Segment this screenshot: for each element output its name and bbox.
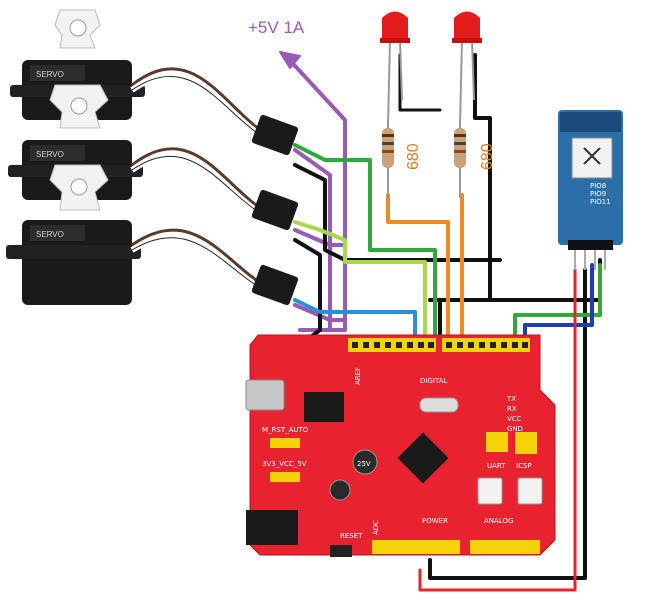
resistor-2: 680 [454, 120, 496, 198]
purple-arrowhead [279, 51, 301, 69]
crystal [419, 397, 459, 413]
bluetooth-pin-pio11: PIO11 [590, 198, 611, 206]
adc-label: ADC [372, 520, 380, 535]
power-jack [246, 510, 298, 545]
power-supply-label: +5V 1A [248, 18, 305, 37]
rx-label: RX [507, 405, 517, 413]
reset-button[interactable] [330, 545, 352, 557]
icsp-label: ICSP [516, 462, 532, 470]
capacitor-2 [329, 479, 351, 501]
resistor-2-value: 680 [479, 143, 496, 170]
resistor-1: 680 [382, 120, 422, 198]
black-wire-led2 [473, 53, 492, 302]
gnd-label: GND [507, 425, 523, 433]
capacitor-label: 25V [357, 460, 371, 468]
orange-wire-led1 [386, 193, 450, 340]
purple-wire-servo3 [293, 303, 347, 322]
m-rst-auto-label: M_RST_AUTO [262, 426, 309, 434]
bluetooth-pin-pio8: PIO8 [590, 182, 606, 190]
servo-cables [130, 67, 262, 291]
black-wire-led1 [398, 53, 442, 112]
bluetooth-module: PIO8 PIO9 PIO11 [558, 110, 623, 270]
power-label: POWER [422, 517, 448, 525]
green-wire-servo1 [293, 143, 437, 340]
arduino-board: DIGITAL AREF TX RX VCC GND M_RST_AUTO 3V… [245, 334, 556, 557]
purple-wire-servo1 [293, 148, 332, 332]
digital-label: DIGITAL [420, 377, 447, 385]
aref-label: AREF [354, 367, 362, 385]
icsp-header [515, 432, 537, 454]
servo-3-brand: SERVO [36, 230, 64, 239]
servo-3: SERVO [6, 164, 141, 305]
analog-label: ANALOG [484, 517, 513, 525]
servo-2-brand: SERVO [36, 150, 64, 159]
analog-header [470, 540, 540, 554]
power-header [372, 540, 460, 554]
red-wire-power [418, 268, 577, 592]
capacitor-1 [352, 449, 378, 475]
vcc-label: VCC [507, 415, 522, 423]
tx-label: TX [506, 395, 516, 403]
bluetooth-pin-pio9: PIO9 [590, 190, 606, 198]
usb-chip [304, 392, 344, 422]
green-wire-bluetooth [513, 263, 602, 337]
reset-label: RESET [340, 532, 363, 540]
resistor-1-value: 680 [405, 143, 422, 170]
servo-motors: SERVO SERVO SERVO [6, 9, 299, 306]
servo-1-brand: SERVO [36, 70, 64, 79]
blue-wire-servo3 [293, 298, 417, 340]
voltage-select-label: 3V3_VCC_5V [262, 460, 307, 468]
usb-port [245, 379, 285, 411]
purple-wire-power [283, 53, 347, 332]
uart-label: UART [487, 462, 506, 470]
led-2 [452, 11, 482, 126]
digital-header [348, 338, 530, 352]
servo-plugs [251, 114, 299, 306]
navy-wire-bluetooth [523, 263, 594, 340]
black-wire-servo1 [293, 163, 502, 262]
bluetooth-header [568, 240, 613, 270]
black-wire-bottom [428, 268, 587, 580]
lightgreen-wire-servo2 [293, 220, 427, 340]
purple-wire-servo2 [293, 228, 347, 247]
grove-connector-2 [517, 477, 543, 505]
grove-connector-1 [477, 477, 503, 505]
led-1 [380, 11, 410, 126]
uart-header [486, 432, 508, 452]
